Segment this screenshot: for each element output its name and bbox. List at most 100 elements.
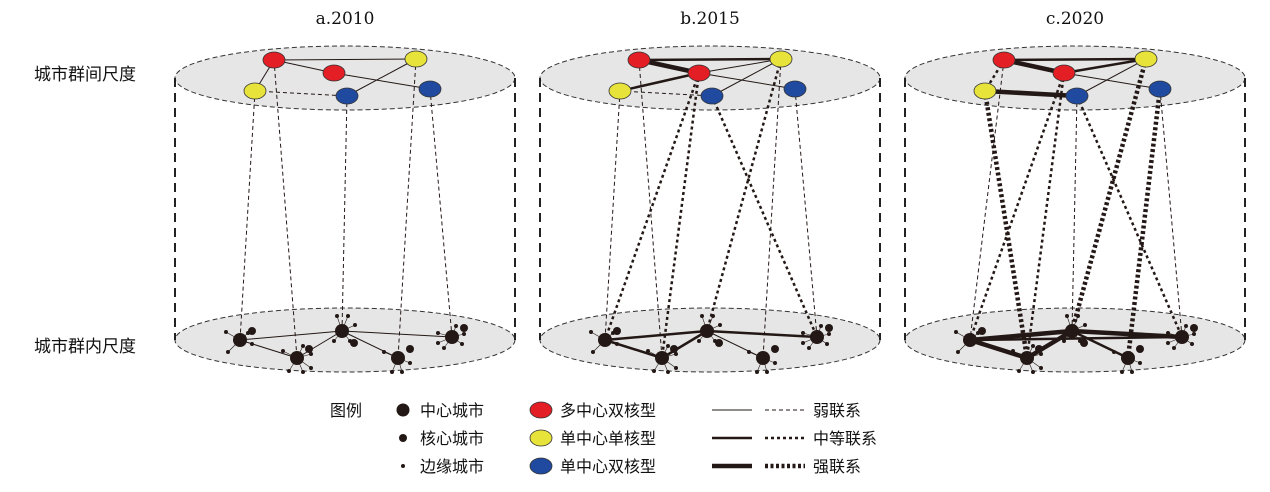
center-city <box>335 324 349 338</box>
intra-link-weak <box>239 339 298 359</box>
urban-agglomeration-node-yellow <box>608 82 632 100</box>
row-label-inter: 城市群间尺度 <box>34 65 136 85</box>
inter-link-medium <box>619 71 700 93</box>
urban-agglomeration-node-red <box>262 51 286 69</box>
edge-city <box>591 350 595 354</box>
core-city <box>1136 345 1144 353</box>
legend-group-2: 单中心双核型 <box>560 457 656 476</box>
edge-city <box>1192 332 1196 336</box>
panel-c.2020: c.2020 <box>904 9 1246 374</box>
cross-scale-link-weak <box>429 88 453 338</box>
edge-city <box>390 370 394 374</box>
edge-city <box>1120 370 1124 374</box>
intra-link-medium <box>1071 329 1129 360</box>
panel-title: a.2010 <box>316 9 375 29</box>
cross-scale-link-weak <box>239 90 256 341</box>
edge-city <box>819 324 823 328</box>
cross-scale-link-medium <box>603 72 701 341</box>
multi-center-dual-core-swatch <box>529 401 553 419</box>
row-label-intra: 城市群内尺度 <box>34 337 136 357</box>
urban-agglomeration-node-blue <box>335 87 359 105</box>
legend-city-core: 核心城市 <box>420 429 484 448</box>
legend-group-1: 单中心单核型 <box>560 429 656 448</box>
inter-link-weak <box>1076 58 1147 97</box>
edge-city <box>666 344 670 348</box>
edge-city <box>462 332 466 336</box>
core-city <box>715 339 723 347</box>
inter-link-weak <box>698 58 782 74</box>
legend: 图例 中心城市 核心城市 边缘城市 多中心双核型 单中心单核型 单中心双核型 弱… <box>330 401 877 476</box>
core-city <box>305 345 313 353</box>
urban-agglomeration-node-red <box>322 64 346 82</box>
core-city <box>771 345 779 353</box>
edge-city <box>1190 342 1194 346</box>
inter-link-weak <box>619 90 713 97</box>
cross-scale-link-medium <box>705 58 783 332</box>
intra-scale-ellipse <box>539 307 881 373</box>
inter-link-medium <box>1003 57 1147 62</box>
edge-city <box>454 324 458 328</box>
cross-scale-link-strong <box>1125 88 1163 359</box>
panel-title: c.2020 <box>1046 9 1104 29</box>
inter-link-strong <box>984 88 1078 99</box>
intra-link-weak <box>296 330 343 359</box>
edge-city <box>224 330 228 334</box>
center-city <box>655 351 669 365</box>
center-city <box>700 324 714 338</box>
edge-city <box>1017 369 1021 373</box>
urban-agglomeration-node-red <box>1052 64 1076 82</box>
core-city <box>613 327 621 335</box>
edge-city <box>1184 324 1188 328</box>
intra-link-strong <box>969 328 1073 343</box>
edge-city <box>301 344 305 348</box>
intra-scale-ellipse <box>904 307 1246 373</box>
intra-link-strong <box>1071 328 1183 340</box>
edge-city <box>436 331 440 335</box>
edge-city <box>801 331 805 335</box>
cross-scale-link-medium <box>968 72 1066 341</box>
intra-link-medium <box>706 329 818 339</box>
edge-city <box>335 314 339 318</box>
urban-agglomeration-node-blue <box>1065 87 1089 105</box>
edge-city <box>801 341 805 345</box>
urban-agglomeration-node-red <box>992 51 1016 69</box>
edge-city <box>1166 341 1170 345</box>
cross-scale-link-weak <box>397 58 417 359</box>
inter-link-weak <box>711 58 782 97</box>
intra-link-medium <box>604 338 663 360</box>
edge-city-marker <box>401 464 405 468</box>
core-city <box>350 339 358 347</box>
edge-city <box>309 366 313 370</box>
edge-city <box>281 349 285 353</box>
edge-city <box>309 352 313 356</box>
edge-city <box>400 370 404 374</box>
inter-link-weak <box>273 58 417 61</box>
edge-city <box>589 330 593 334</box>
edge-city <box>408 361 412 365</box>
edge-city <box>460 342 464 346</box>
cross-scale-link-medium <box>1075 95 1184 338</box>
core-city <box>670 345 678 353</box>
edge-city <box>287 369 291 373</box>
edge-city <box>1172 346 1176 350</box>
legend-link-strong: 强联系 <box>813 457 861 476</box>
intra-link-weak <box>341 330 453 338</box>
urban-agglomeration-node-blue <box>783 80 807 98</box>
intra-scale-ellipse <box>174 307 516 373</box>
edge-city <box>825 342 829 346</box>
center-city <box>756 351 770 365</box>
inter-link-weak <box>333 72 431 90</box>
urban-agglomeration-node-red <box>627 51 651 69</box>
urban-agglomeration-node-blue <box>700 87 724 105</box>
edge-city <box>1031 344 1035 348</box>
intra-link-medium <box>661 329 708 360</box>
center-city-marker <box>396 403 410 417</box>
single-center-dual-core-swatch <box>529 457 553 475</box>
cross-scale-link-weak <box>794 88 818 338</box>
urban-agglomeration-node-yellow <box>769 50 793 68</box>
edge-city <box>1065 314 1069 318</box>
cross-scale-link-strong <box>1069 58 1149 332</box>
cross-scale-link-weak <box>1071 95 1078 332</box>
urban-agglomeration-node-blue <box>418 80 442 98</box>
